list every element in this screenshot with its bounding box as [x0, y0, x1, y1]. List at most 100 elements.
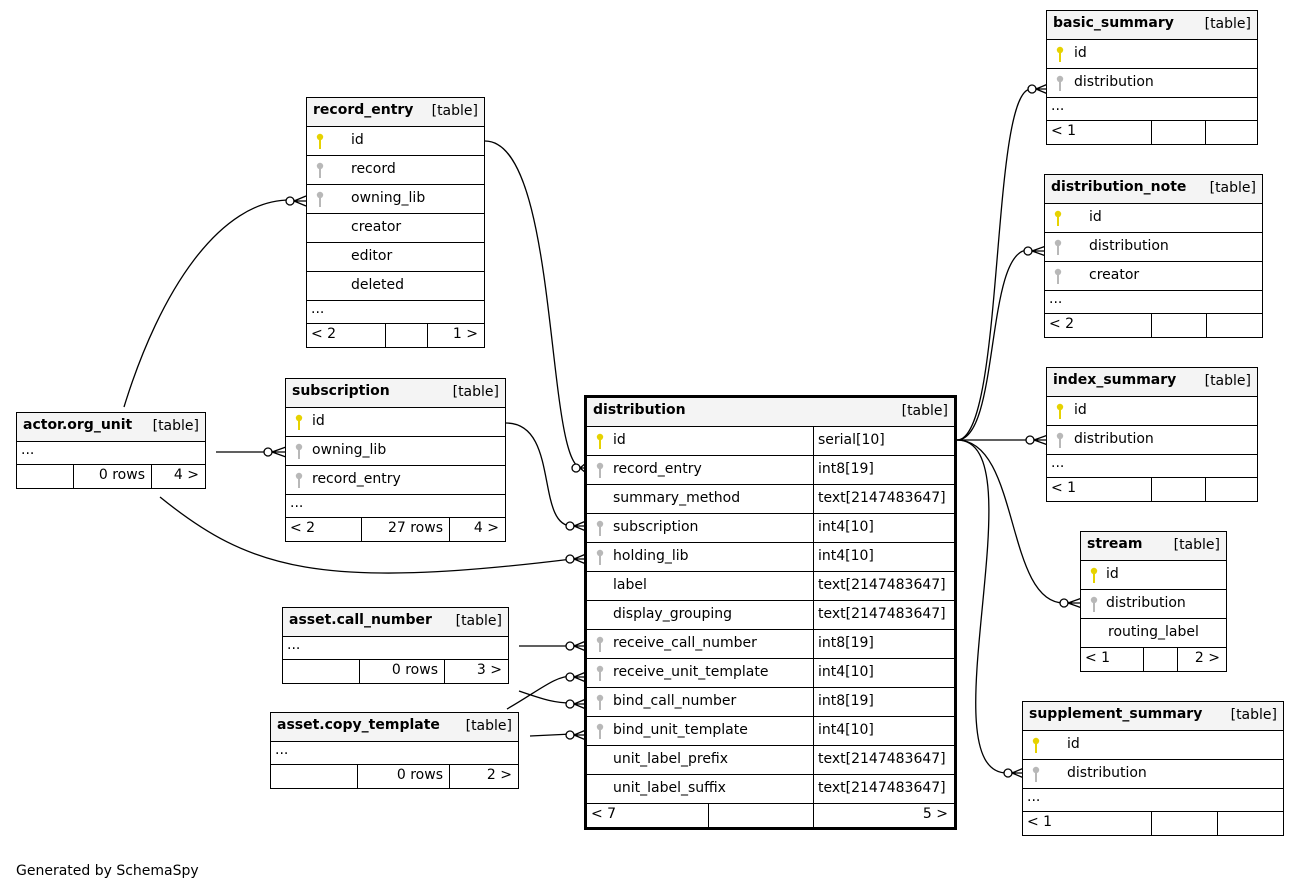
more-columns: ... — [17, 442, 205, 465]
column-row[interactable]: id — [1047, 397, 1257, 426]
column-row[interactable]: id — [1045, 204, 1262, 233]
children-link[interactable]: 2 > — [1194, 650, 1220, 666]
table-footer: 0 rows 3 > — [283, 660, 508, 683]
column-name: routing_label — [1108, 624, 1199, 640]
foreign-key-icon — [316, 162, 324, 178]
rel-subscription-distribution — [505, 422, 573, 527]
column-row[interactable]: creator — [1045, 262, 1262, 291]
children-link[interactable]: 2 > — [486, 767, 512, 783]
more-columns: ... — [283, 637, 508, 660]
parents-link[interactable]: < 7 — [591, 806, 617, 822]
table-stream[interactable]: stream[table] id distribution routing_la… — [1080, 531, 1227, 672]
table-actor-org-unit[interactable]: actor.org_unit[table] ... 0 rows 4 > — [16, 412, 206, 489]
column-name: id — [1089, 209, 1102, 225]
foreign-key-icon — [1090, 596, 1098, 612]
parents-link[interactable]: < 1 — [1051, 480, 1077, 496]
table-asset-copy-template[interactable]: asset.copy_template[table] ... 0 rows 2 … — [270, 712, 519, 789]
parents-link[interactable]: < 2 — [311, 326, 337, 342]
rel-distribution-stream — [956, 439, 1065, 604]
column-row[interactable]: record_entry — [286, 466, 505, 495]
table-asset-call-number[interactable]: asset.call_number[table] ... 0 rows 3 > — [282, 607, 509, 684]
primary-key-icon — [1056, 403, 1064, 419]
column-row[interactable]: distribution — [1081, 590, 1226, 619]
column-row[interactable]: owning_lib — [307, 185, 484, 214]
column-row[interactable]: editor — [307, 243, 484, 272]
table-supplement-summary[interactable]: supplement_summary[table] id distributio… — [1022, 701, 1284, 836]
parents-link[interactable]: < 1 — [1085, 650, 1111, 666]
table-index-summary[interactable]: index_summary[table] id distribution ...… — [1046, 367, 1258, 502]
table-type: [table] — [1230, 707, 1277, 723]
table-name: index_summary — [1053, 372, 1177, 388]
column-type: text[2147483647] — [813, 572, 954, 600]
column-type: int4[10] — [813, 543, 954, 571]
column-name: label — [613, 577, 647, 593]
table-distribution-note[interactable]: distribution_note[table] id distribution… — [1044, 174, 1263, 338]
table-basic-summary[interactable]: basic_summary[table] id distribution ...… — [1046, 10, 1258, 145]
column-row[interactable]: record — [307, 156, 484, 185]
children-link[interactable]: 3 > — [476, 662, 502, 678]
table-footer: < 1 2 > — [1081, 648, 1226, 671]
table-name: asset.copy_template — [277, 717, 440, 733]
children-link[interactable]: 4 > — [173, 467, 199, 483]
rel-template-receive — [506, 675, 573, 710]
rel-template-bind — [529, 733, 573, 737]
column-row[interactable]: distribution — [1023, 760, 1283, 789]
column-row[interactable]: routing_label — [1081, 619, 1226, 648]
children-link[interactable]: 5 > — [922, 806, 948, 822]
table-record-entry[interactable]: record_entry[table] id record owning_lib… — [306, 97, 485, 348]
column-name: id — [351, 132, 364, 148]
more-columns: ... — [271, 742, 518, 765]
table-header: supplement_summary[table] — [1023, 702, 1283, 731]
column-row[interactable]: label text[2147483647] — [587, 572, 954, 601]
row-count: 0 rows — [391, 662, 438, 678]
crowfoot-record-entry — [571, 463, 581, 473]
table-footer: < 7 5 > — [587, 804, 954, 827]
table-subscription[interactable]: subscription[table] id owning_lib record… — [285, 378, 506, 542]
parents-link[interactable]: < 2 — [290, 520, 316, 536]
column-name: receive_unit_template — [613, 664, 769, 680]
parents-link[interactable]: < 2 — [1049, 316, 1075, 332]
column-row[interactable]: id — [1023, 731, 1283, 760]
column-type: int4[10] — [813, 717, 954, 745]
column-name: record — [351, 161, 396, 177]
column-row[interactable]: distribution — [1047, 69, 1257, 98]
column-row[interactable]: distribution — [1045, 233, 1262, 262]
table-type: [table] — [452, 384, 499, 400]
column-row[interactable]: id — [307, 127, 484, 156]
parents-link[interactable]: < 1 — [1051, 123, 1077, 139]
column-row[interactable]: distribution — [1047, 426, 1257, 455]
column-row[interactable]: creator — [307, 214, 484, 243]
foreign-key-icon — [295, 472, 303, 488]
column-row[interactable]: id — [1081, 561, 1226, 590]
column-row[interactable]: id — [286, 408, 505, 437]
column-row[interactable]: deleted — [307, 272, 484, 301]
parents-link[interactable]: < 1 — [1027, 814, 1053, 830]
table-type: [table] — [455, 613, 502, 629]
children-link[interactable]: 4 > — [473, 520, 499, 536]
column-row[interactable]: id — [1047, 40, 1257, 69]
column-type: int8[19] — [813, 688, 954, 716]
column-name: distribution — [1067, 765, 1147, 781]
children-link[interactable]: 1 > — [452, 326, 478, 342]
column-name: distribution — [1074, 74, 1154, 90]
primary-key-icon — [316, 133, 324, 149]
column-name: creator — [1089, 267, 1140, 283]
table-type: [table] — [465, 718, 512, 734]
table-type: [table] — [431, 103, 478, 119]
column-row[interactable]: owning_lib — [286, 437, 505, 466]
column-type: text[2147483647] — [813, 601, 954, 629]
column-name: summary_method — [613, 490, 741, 506]
